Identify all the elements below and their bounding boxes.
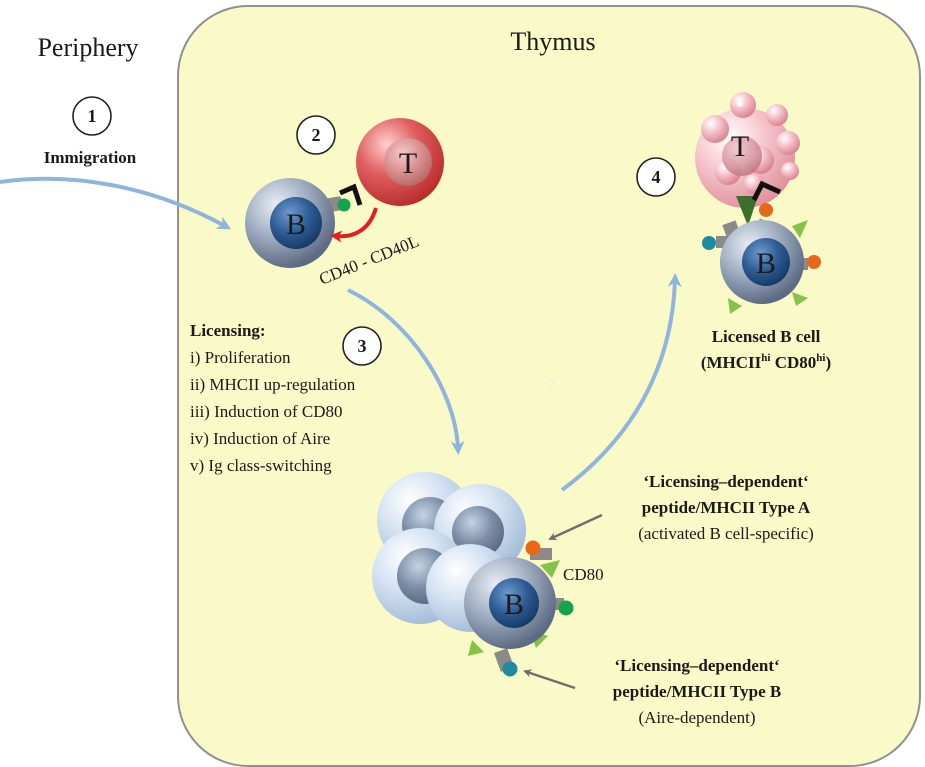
type-a-line3: (activated B cell-specific) [638,524,814,543]
cd80-label: CD80 [563,565,604,584]
immigration-label: Immigration [44,148,137,167]
step-2-number: 2 [312,125,321,145]
t-cell-bleb [730,92,756,118]
cd80-costimulatory [468,640,484,656]
question-mark: ? [547,375,556,397]
licensed-cell-label-line2: (MHCIIhi CD80hi) [701,352,831,372]
immigrant-b-cell: B [245,178,363,268]
orange-peptide-dot [807,255,821,269]
type-a-line1: ‘Licensing–dependent‘ [643,472,808,491]
t-cell-bleb [701,115,729,143]
cd80-costimulatory [792,220,808,238]
step-1-number: 1 [88,106,97,126]
teal-peptide-dot [502,661,518,677]
t-cell-bleb [766,104,788,126]
licensing-item-4: iv) Induction of Aire [190,429,330,448]
selection-arrow [560,273,682,492]
licensed-cell-label-line1: Licensed B cell [712,327,821,346]
green-peptide-dot [337,198,351,212]
t-cell-bleb [776,131,800,155]
b-cell-letter: B [756,247,776,280]
type-b-pointer [523,669,576,690]
type-b-line1: ‘Licensing–dependent‘ [614,656,779,675]
licensing-arrow [347,288,465,455]
teal-peptide-dot [702,236,716,250]
cd80-text: CD80 [770,353,816,372]
step-3-marker: 3 [342,326,382,366]
t-cell-letter: T [399,147,417,180]
orange-peptide-dot [525,540,541,556]
step-4-marker: 4 [636,157,676,197]
type-b-line2: peptide/MHCII Type B [613,682,781,701]
immigration-arrow [0,176,232,230]
step-4-number: 4 [652,167,661,187]
closing-paren: ) [825,353,831,372]
licensing-title: Licensing: [190,321,266,340]
step-2-marker: 2 [296,115,336,155]
licensing-item-3: iii) Induction of CD80 [190,402,343,421]
licensing-item-5: v) Ig class-switching [190,456,332,475]
t-cell-bleb [781,162,799,180]
cd80-costimulatory [540,560,560,578]
thymus-title: Thymus [510,27,595,56]
selected-t-cell: T [695,92,800,208]
licensing-item-2: ii) MHCII up-regulation [190,375,356,394]
type-a-pointer [548,513,603,541]
green-peptide-dot [558,600,574,616]
mhcii-hi-superscript: hi [761,352,770,364]
orange-peptide-dot [759,203,773,217]
licensing-item-1: i) Proliferation [190,348,291,367]
interacting-t-cell: T [356,118,444,206]
cd80-costimulatory [728,298,742,314]
tcr-receptor [339,183,363,206]
step-1-marker: 1 [72,96,112,136]
type-b-line3: (Aire-dependent) [638,708,755,727]
tcr-receptor [751,180,782,202]
periphery-title: Periphery [37,33,138,62]
mhcii-text: (MHCII [701,353,762,372]
b-cell-letter: B [286,208,306,241]
activated-b-cell: B [464,540,574,677]
t-cell-letter: T [731,130,749,163]
cd80-costimulatory [736,196,758,226]
licensed-b-cell: B [702,180,821,314]
step-3-number: 3 [358,336,367,356]
type-a-line2: peptide/MHCII Type A [642,498,811,517]
cd80-hi-superscript: hi [816,352,825,364]
cd80-costimulatory [792,292,808,306]
b-cell-letter: B [504,588,524,621]
cd40-signal-arrow [330,207,378,243]
